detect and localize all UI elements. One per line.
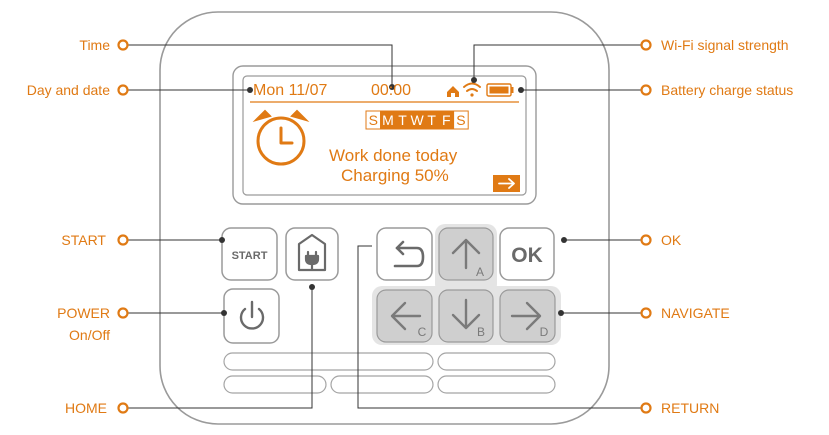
- up-button[interactable]: [438, 227, 494, 281]
- ok-button[interactable]: [499, 227, 555, 281]
- home-dock-icon: [297, 233, 327, 272]
- down-button[interactable]: [438, 289, 494, 343]
- screen-time: 00:00: [371, 82, 412, 99]
- callout-start: START: [61, 232, 106, 248]
- weekday-cell: [453, 110, 469, 130]
- right-button[interactable]: [499, 289, 556, 343]
- weekday-letter: M: [382, 112, 394, 128]
- home-icon: [447, 86, 459, 97]
- weekday-letter: S: [369, 112, 378, 128]
- arrow-up-icon: [451, 238, 481, 270]
- callout-wifi: Wi-Fi signal strength: [661, 37, 789, 53]
- wifi-icon: [463, 82, 481, 97]
- leader-lines: [128, 44, 641, 409]
- weekday-letter: T: [427, 112, 436, 128]
- callout-time: Time: [79, 37, 110, 53]
- return-icon: [393, 240, 425, 268]
- screen-message-line1: Work done today: [329, 146, 458, 165]
- arrow-right-icon: [493, 175, 520, 192]
- weekday-letter: W: [410, 112, 424, 128]
- callout-power: POWER: [57, 305, 110, 321]
- arrow-down-icon: [451, 298, 481, 330]
- battery-icon: [486, 83, 514, 97]
- screen-message-line2: Charging 50%: [341, 166, 449, 185]
- weekday-letter: F: [442, 112, 451, 128]
- alarm-clock-icon: [252, 109, 310, 166]
- left-button[interactable]: [376, 289, 433, 343]
- lcd-screen: [242, 75, 527, 196]
- callout-return: RETURN: [661, 400, 720, 416]
- callout-navigate: NAVIGATE: [661, 305, 730, 321]
- callout-power-onoff: On/Off: [69, 327, 110, 343]
- right-letter: D: [540, 325, 549, 339]
- return-button[interactable]: [376, 227, 433, 281]
- callout-day-date: Day and date: [26, 82, 110, 98]
- start-button[interactable]: [221, 227, 278, 281]
- callout-ok: OK: [661, 232, 682, 248]
- bottom-slots: [223, 352, 556, 394]
- arrow-left-icon: [390, 301, 422, 331]
- callout-endpoints: [219, 77, 567, 316]
- screen-date: Mon 11/07: [253, 82, 328, 99]
- callout-home: HOME: [65, 400, 107, 416]
- ok-button-label: OK: [511, 244, 543, 267]
- down-letter: B: [477, 325, 485, 339]
- up-letter: A: [476, 265, 484, 279]
- weekday-letter: T: [398, 112, 407, 128]
- callout-markers: [117, 39, 652, 414]
- left-letter: C: [418, 325, 427, 339]
- start-button-label: START: [232, 250, 268, 262]
- callout-battery: Battery charge status: [661, 82, 794, 98]
- power-button[interactable]: [223, 288, 280, 344]
- home-button[interactable]: [285, 227, 339, 281]
- arrow-right-nav-icon: [510, 301, 542, 331]
- power-icon: [239, 300, 265, 330]
- weekday-letter: S: [456, 112, 465, 128]
